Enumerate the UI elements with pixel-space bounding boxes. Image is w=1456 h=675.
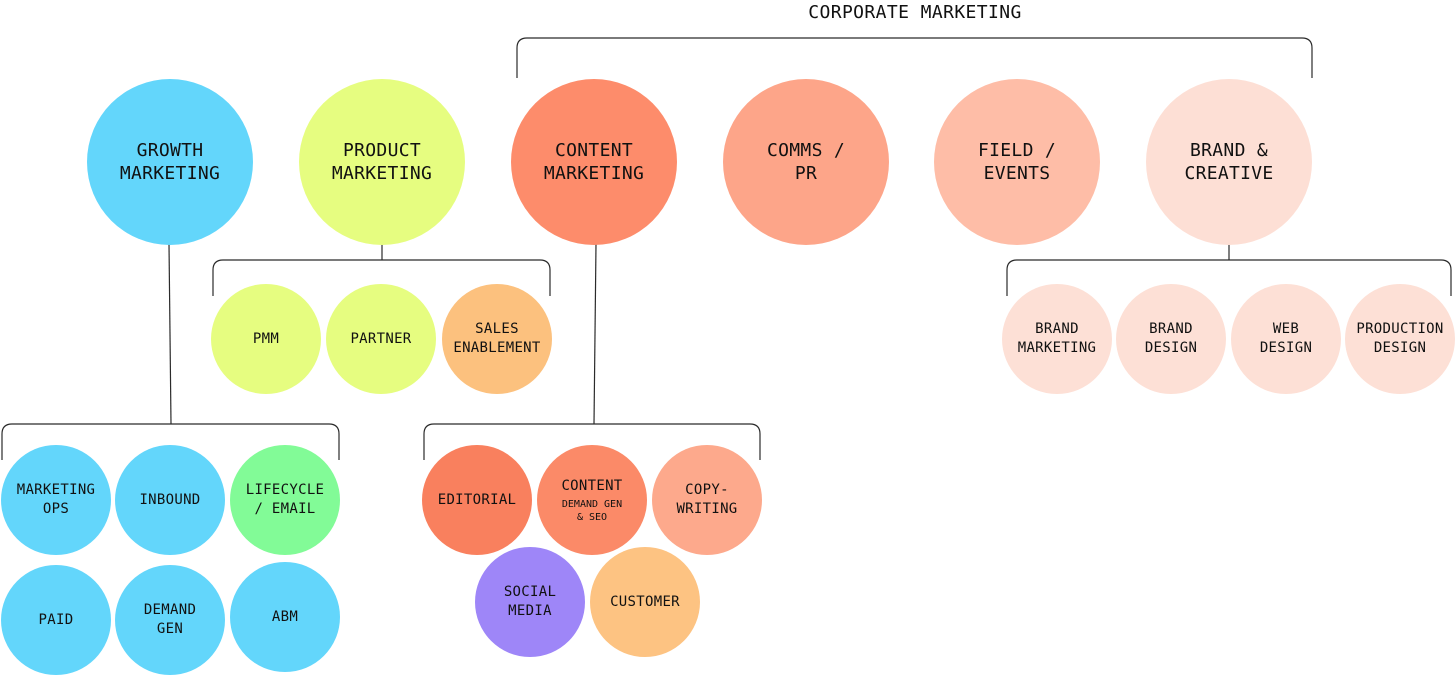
node-label: MARKETING [119,163,221,184]
brand-creative-node[interactable]: BRAND & CREATIVE [1146,79,1312,245]
node-label: DESIGN [1259,340,1313,356]
copywriting-node[interactable]: COPY- WRITING [652,445,762,555]
social-media-node[interactable]: SOCIAL MEDIA [475,547,585,657]
node-label: PRODUCT [343,140,421,161]
node-label: EDITORIAL [437,491,517,508]
partner-node[interactable]: PARTNER [326,284,436,394]
node-label: MARKETING [1017,340,1097,356]
node-note: & SEO [576,511,608,523]
content-connector [593,243,597,425]
node-label: GROWTH [136,140,204,161]
node-label: DEMAND [143,602,197,618]
abm-node[interactable]: ABM [230,562,340,672]
node-label: BRAND & [1190,140,1268,161]
node-label: CONTENT [555,140,633,161]
node-label: BRAND [1035,321,1079,337]
node-label: PARTNER [350,330,412,347]
production-design-node[interactable]: PRODUCTION DESIGN [1345,284,1455,394]
content-bracket [423,423,761,460]
node-label: ABM [271,608,299,625]
node-label: SALES [475,321,519,337]
brand-design-node[interactable]: BRAND DESIGN [1116,284,1226,394]
node-label: OPS [42,501,70,517]
comms-pr-node[interactable]: COMMS / PR [723,79,889,245]
node-label: PAID [38,611,74,628]
node-label: EVENTS [983,163,1051,184]
product-bracket [212,259,551,296]
product-marketing-node[interactable]: PRODUCT MARKETING [299,79,465,245]
customer-node[interactable]: CUSTOMER [590,547,700,657]
lifecycle-email-node[interactable]: LIFECYCLE / EMAIL [230,445,340,555]
node-label: MEDIA [508,603,552,619]
corporate-marketing-title: CORPORATE MARKETING [808,2,1022,23]
node-label: COMMS / [767,140,845,161]
node-label: MARKETING [16,482,96,498]
node-label: WEB [1272,321,1300,337]
node-label: MARKETING [331,163,433,184]
node-label: PMM [252,330,280,347]
node-label: ENABLEMENT [453,340,541,356]
node-label: PR [794,163,818,184]
node-label: INBOUND [139,491,201,508]
sales-enablement-node[interactable]: SALES ENABLEMENT [442,284,552,394]
node-label: BRAND [1149,321,1193,337]
node-label: CREATIVE [1184,163,1274,184]
marketing-ops-node[interactable]: MARKETING OPS [1,445,111,555]
corporate-bracket [516,37,1313,78]
node-label: WRITING [676,501,738,517]
brand-bracket [1006,259,1452,296]
field-events-node[interactable]: FIELD / EVENTS [934,79,1100,245]
growth-marketing-node[interactable]: GROWTH MARKETING [87,79,253,245]
node-label: PRODUCTION [1356,321,1444,337]
node-note: DEMAND GEN [561,498,623,510]
node-label: FIELD / [978,140,1056,161]
node-label: CUSTOMER [610,593,680,610]
content-demand-gen-seo-node[interactable]: CONTENT DEMAND GEN & SEO [537,445,647,555]
inbound-node[interactable]: INBOUND [115,445,225,555]
web-design-node[interactable]: WEB DESIGN [1231,284,1341,394]
node-label: MARKETING [543,163,645,184]
demand-gen-node[interactable]: DEMAND GEN [115,565,225,675]
paid-node[interactable]: PAID [1,565,111,675]
pmm-node[interactable]: PMM [211,284,321,394]
node-label: CONTENT [561,477,623,494]
content-marketing-node[interactable]: CONTENT MARKETING [511,79,677,245]
node-label: DESIGN [1373,340,1427,356]
node-label: GEN [156,621,184,637]
node-label: / EMAIL [254,501,316,517]
node-label: DESIGN [1144,340,1198,356]
node-label: COPY- [685,482,729,498]
growth-bracket [1,423,340,460]
brand-marketing-node[interactable]: BRAND MARKETING [1002,284,1112,394]
editorial-node[interactable]: EDITORIAL [422,445,532,555]
node-label: SOCIAL [503,584,557,600]
growth-connector [168,243,172,425]
node-label: LIFECYCLE [245,482,325,498]
